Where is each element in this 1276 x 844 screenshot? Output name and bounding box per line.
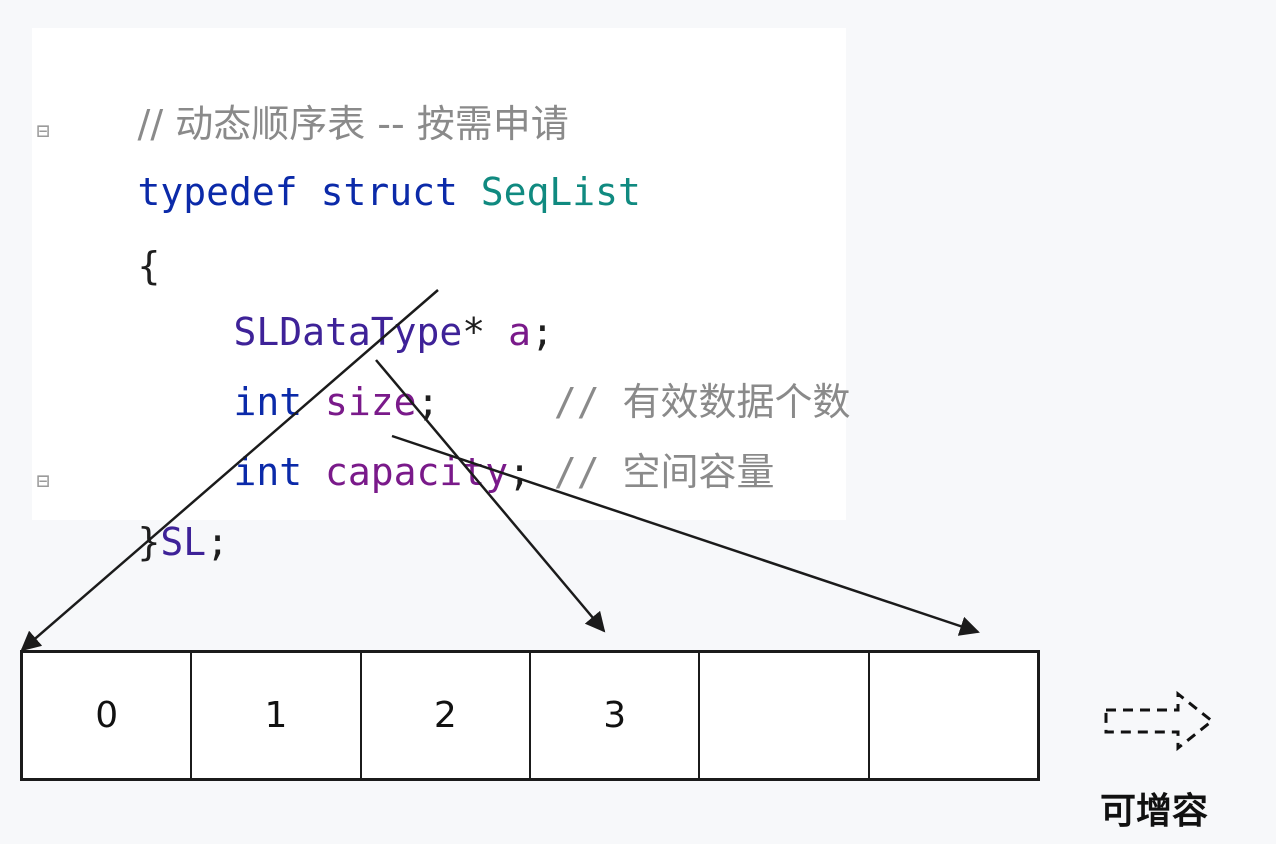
close-brace: } [137,520,161,564]
dashed-arrow-icon [1104,690,1215,752]
fold-close-icon[interactable]: ⊟ [36,469,50,494]
code-line-close: ⊟}SL; [36,452,229,564]
fold-open-icon[interactable]: ⊟ [36,119,50,144]
code-line-typedef: ⊟ typedef struct SeqList [36,102,641,214]
code-line-field-a: SLDataType* a; [142,242,554,354]
struct-keyword: struct [320,170,458,214]
struct-name: SeqList [480,170,641,214]
capacity-int-keyword: int [233,450,303,494]
pointer-star: * [462,310,486,354]
field-a-semicolon: ; [530,310,554,354]
size-comment-text: 有效数据个数 [622,380,851,424]
open-brace: { [137,244,161,288]
field-a-name: a [508,310,531,354]
close-semicolon: ; [206,520,230,564]
field-capacity-name: capacity [325,450,509,494]
code-panel: // 动态顺序表 -- 按需申请 ⊟ typedef struct SeqList… [32,28,851,564]
field-capacity-semicolon: ; [508,450,531,494]
code-line-field-size: int size; // 有效数据个数 [142,312,851,424]
code-line-open-brace: { [46,176,161,288]
array-cell: 0 [23,653,193,778]
code-line-field-capacity: int capacity; // 空间容量 [142,382,775,494]
typedef-keyword: typedef [137,170,298,214]
array-cell [869,653,1037,778]
capacity-comment-text: 空间容量 [622,450,775,494]
array-cell: 3 [530,653,701,778]
code-line-comment: // 动态顺序表 -- 按需申请 [46,34,569,146]
alias-name: SL [160,520,207,564]
header-comment: // 动态顺序表 -- 按需申请 [137,102,569,146]
capacity-comment-slashes: // [553,450,600,494]
array-cell: 1 [192,653,362,778]
array-box: 0 1 2 3 [20,650,1040,781]
grow-label: 可增容 [1100,791,1209,832]
array-cell [700,653,870,778]
array-cell: 2 [361,653,531,778]
